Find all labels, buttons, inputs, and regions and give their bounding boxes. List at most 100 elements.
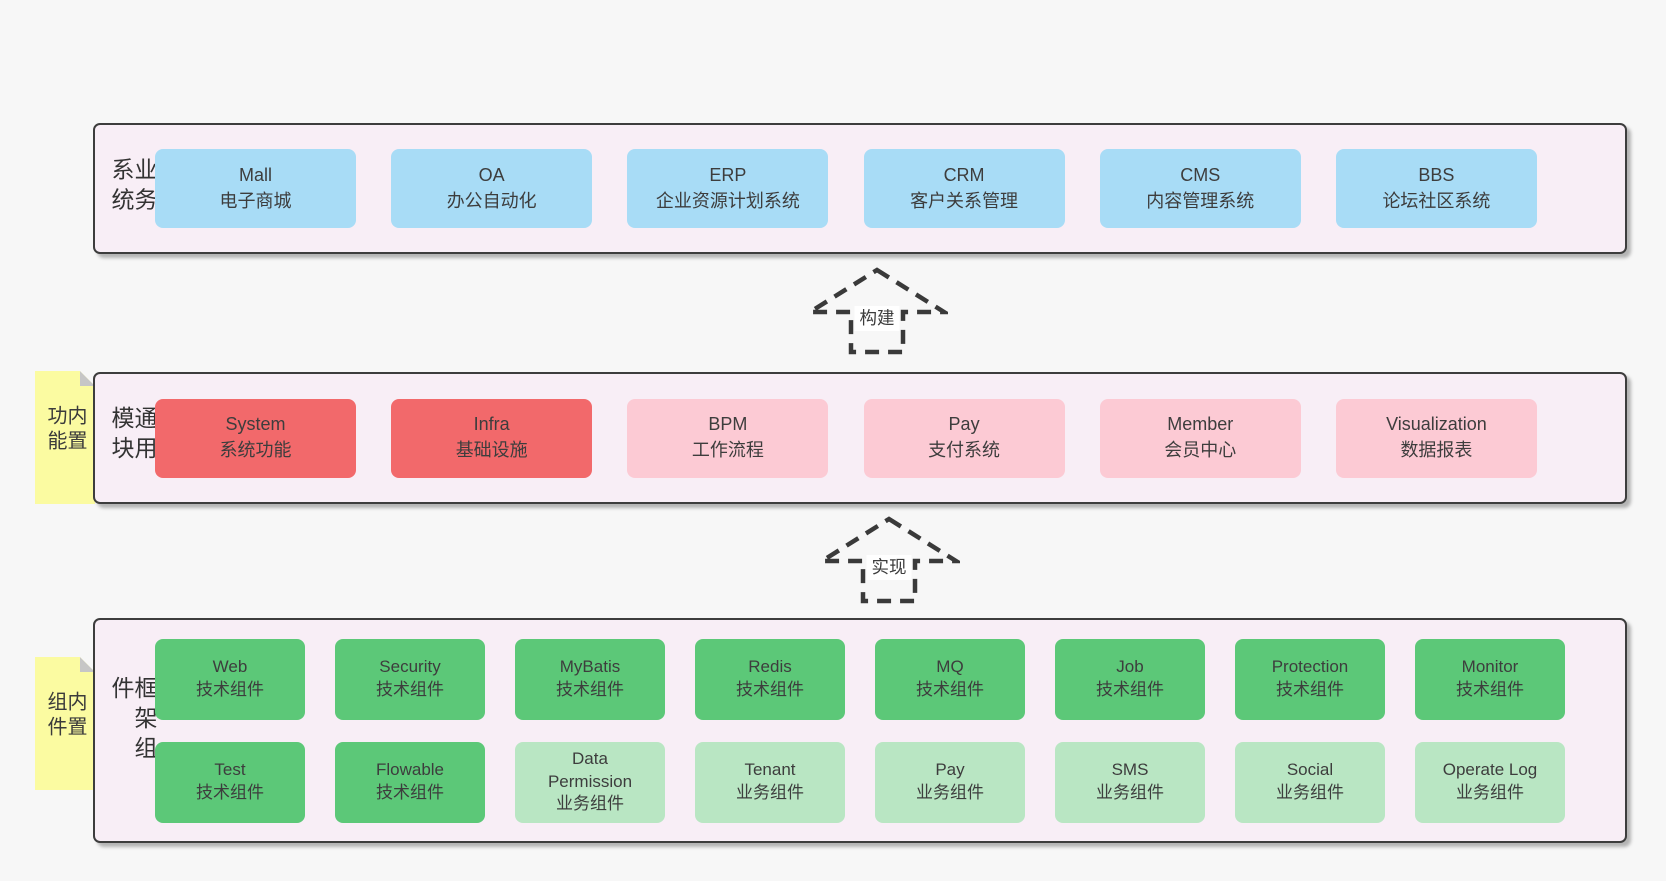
layer-framework-components: 框架组件 Web 技术组件 Security 技术组件 MyBatis 技术组件… <box>93 618 1627 843</box>
box-subtitle: 业务组件 <box>1096 783 1164 802</box>
box-title: MyBatis <box>559 657 621 677</box>
box-pay: Pay 支付系统 <box>863 398 1065 478</box>
box-title: Security <box>379 657 441 677</box>
box-title: Operate Log <box>1442 760 1538 780</box>
box-mall: Mall 电子商城 <box>155 149 356 228</box>
box-subtitle: 业务组件 <box>736 783 804 802</box>
box-test: Test 技术组件 <box>155 741 305 823</box>
box-subtitle: 企业资源计划系统 <box>655 190 800 211</box>
box-bpm: BPM 工作流程 <box>627 398 829 478</box>
box-title: CRM <box>943 164 985 185</box>
box-subtitle: 业务组件 <box>1456 783 1524 802</box>
box-title: OA <box>478 164 505 185</box>
box-title: CMS <box>1180 164 1221 185</box>
box-system: System 系统功能 <box>155 398 356 478</box>
box-subtitle: 技术组件 <box>916 680 984 699</box>
box-web: Web 技术组件 <box>155 638 305 720</box>
box-infra: Infra 基础设施 <box>391 398 593 478</box>
box-protection: Protection 技术组件 <box>1235 638 1385 720</box>
box-subtitle: 基础设施 <box>455 440 528 460</box>
box-subtitle: 技术组件 <box>376 783 444 802</box>
box-subtitle: 办公自动化 <box>446 190 537 211</box>
box-title: Flowable <box>375 760 445 780</box>
box-subtitle: 技术组件 <box>736 680 804 699</box>
box-visualization: Visualization 数据报表 <box>1335 398 1537 478</box>
box-subtitle: 技术组件 <box>1276 680 1344 699</box>
box-title: MQ <box>936 657 964 677</box>
business-systems-boxes: Mall 电子商城 OA 办公自动化 ERP 企业资源计划系统 CRM 客户关系… <box>155 125 1537 252</box>
box-tenant: Tenant 业务组件 <box>695 741 845 823</box>
box-title: Infra <box>473 414 510 435</box>
up-block-arrow-icon <box>806 267 948 355</box>
sticky-note-text: 内置组件 <box>44 690 86 741</box>
box-crm: CRM 客户关系管理 <box>863 149 1065 228</box>
box-title: Visualization <box>1386 414 1487 435</box>
box-title: Mall <box>238 164 272 185</box>
box-subtitle: 论坛社区系统 <box>1382 190 1491 211</box>
box-subtitle: 会员中心 <box>1164 440 1237 460</box>
box-title: Tenant <box>744 760 796 780</box>
box-social: Social 业务组件 <box>1235 741 1385 823</box>
box-cms: CMS 内容管理系统 <box>1099 149 1301 228</box>
box-subtitle: 技术组件 <box>1456 680 1524 699</box>
sticky-note-text: 内置功能 <box>44 404 86 455</box>
box-title: Protection <box>1271 657 1349 677</box>
arrow-implement-label: 实现 <box>866 555 912 580</box>
box-mq: MQ 技术组件 <box>875 638 1025 720</box>
box-title: Monitor <box>1461 657 1519 677</box>
box-title: Member <box>1167 414 1234 435</box>
box-subtitle: 业务组件 <box>556 794 624 814</box>
layer-common-modules: 通用模块 System 系统功能 Infra 基础设施 BPM 工作流程 Pay… <box>93 372 1627 504</box>
box-subtitle: 业务组件 <box>916 783 984 802</box>
box-subtitle: 支付系统 <box>928 440 1001 460</box>
box-redis: Redis 技术组件 <box>695 638 845 720</box>
box-flowable: Flowable 技术组件 <box>335 741 485 823</box>
box-subtitle: 技术组件 <box>196 680 264 699</box>
sticky-note-built-in-components: 内置组件 <box>35 657 95 790</box>
layer-label-framework-components: 框架组件 <box>108 675 157 766</box>
box-title: Data Permission <box>547 748 633 791</box>
box-subtitle: 数据报表 <box>1400 440 1473 460</box>
box-title: Web <box>212 657 248 677</box>
box-subtitle: 客户关系管理 <box>910 190 1019 211</box>
box-member: Member 会员中心 <box>1099 398 1301 478</box>
sticky-note-built-in-features: 内置功能 <box>35 371 95 504</box>
layer-label-common-modules: 通用模块 <box>108 406 157 466</box>
box-monitor: Monitor 技术组件 <box>1415 638 1565 720</box>
box-subtitle: 内容管理系统 <box>1146 190 1255 211</box>
layer-business-systems: 业务系统 Mall 电子商城 OA 办公自动化 ERP 企业资源计划系统 CRM… <box>93 123 1627 254</box>
box-subtitle: 技术组件 <box>376 680 444 699</box>
box-title: ERP <box>709 164 747 185</box>
arrow-build: 构建 <box>806 266 948 356</box>
box-subtitle: 电子商城 <box>219 190 292 211</box>
box-security: Security 技术组件 <box>335 638 485 720</box>
box-subtitle: 技术组件 <box>1096 680 1164 699</box>
box-subtitle: 工作流程 <box>691 440 764 460</box>
up-block-arrow-icon <box>818 516 960 604</box>
box-title: Redis <box>748 657 792 677</box>
box-title: BBS <box>1418 164 1455 185</box>
box-title: Pay <box>948 414 980 435</box>
box-job: Job 技术组件 <box>1055 638 1205 720</box>
box-title: Social <box>1286 760 1334 780</box>
box-title: Job <box>1116 657 1144 677</box>
box-title: Pay <box>935 760 965 780</box>
box-data-permission: Data Permission 业务组件 <box>515 741 665 823</box>
box-erp: ERP 企业资源计划系统 <box>627 149 829 228</box>
box-subtitle: 业务组件 <box>1276 783 1344 802</box>
box-subtitle: 技术组件 <box>556 680 624 699</box>
box-title: Test <box>214 760 246 780</box>
box-oa: OA 办公自动化 <box>391 149 593 228</box>
box-sms: SMS 业务组件 <box>1055 741 1205 823</box>
box-pay-business: Pay 业务组件 <box>875 741 1025 823</box>
box-title: BPM <box>708 414 748 435</box>
box-operate-log: Operate Log 业务组件 <box>1415 741 1565 823</box>
common-modules-boxes: System 系统功能 Infra 基础设施 BPM 工作流程 Pay 支付系统… <box>155 374 1537 502</box>
box-title: System <box>225 414 286 435</box>
box-subtitle: 技术组件 <box>196 783 264 802</box>
layer-label-business-systems: 业务系统 <box>108 156 157 217</box>
box-title: SMS <box>1111 760 1149 780</box>
box-bbs: BBS 论坛社区系统 <box>1335 149 1537 228</box>
arrow-implement: 实现 <box>818 515 960 605</box>
